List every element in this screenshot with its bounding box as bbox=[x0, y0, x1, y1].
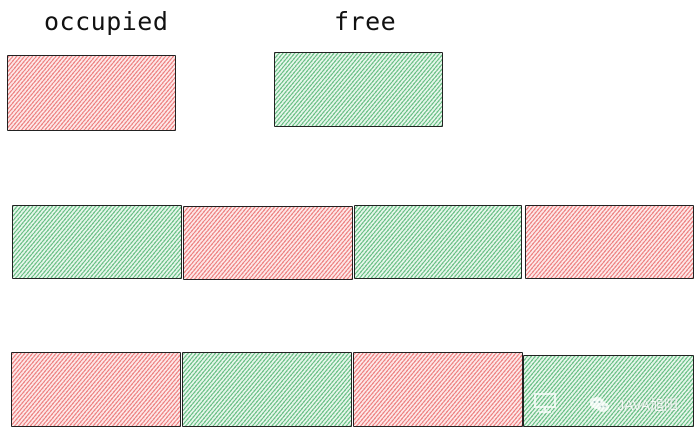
legend-label-occupied: occupied bbox=[44, 7, 169, 36]
legend-label-free: free bbox=[334, 7, 397, 36]
memory-row-2 bbox=[0, 352, 700, 428]
legend-block-free bbox=[274, 52, 443, 127]
legend-block-occupied bbox=[7, 55, 176, 131]
watermark-text: JAVA旭阳 bbox=[617, 397, 678, 413]
monitor-icon bbox=[534, 393, 556, 413]
wechat-icon bbox=[590, 397, 610, 412]
row-1-block-1 bbox=[12, 205, 182, 279]
row-2-block-4 bbox=[523, 355, 694, 427]
memory-row-1 bbox=[0, 205, 700, 280]
row-1-block-2 bbox=[183, 206, 353, 280]
watermark: JAVA旭阳 bbox=[589, 395, 678, 415]
row-2-block-2 bbox=[182, 352, 352, 427]
row-2-block-3 bbox=[353, 352, 523, 427]
row-1-block-3 bbox=[354, 205, 522, 279]
row-1-block-4 bbox=[525, 205, 694, 279]
row-2-block-1 bbox=[11, 352, 181, 427]
